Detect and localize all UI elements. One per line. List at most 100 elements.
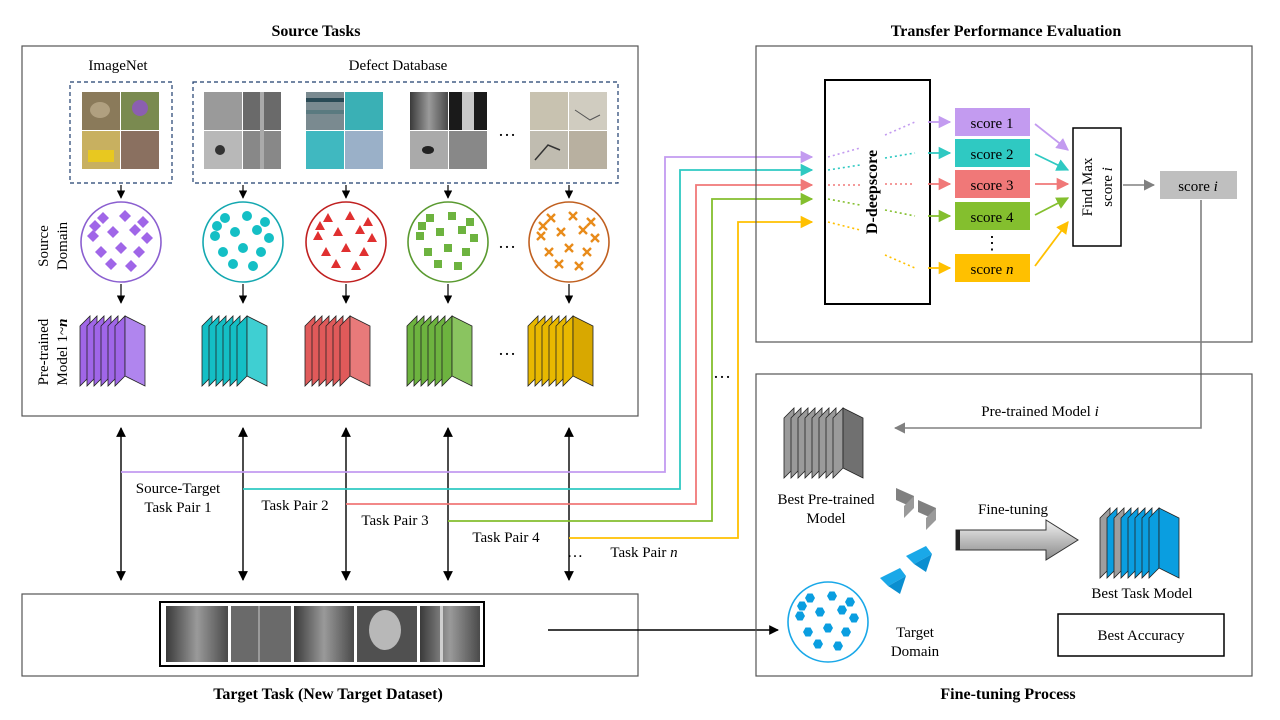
score-i-route	[893, 200, 1202, 434]
score-box-4: score 4	[955, 202, 1030, 230]
hexagon-mark	[833, 641, 843, 651]
find-max-label-2: score i	[1100, 167, 1116, 207]
triangle-mark	[367, 233, 377, 242]
task-pair-4-label: Task Pair 4	[472, 530, 540, 546]
find-max-label-1: Find Max	[1080, 157, 1096, 216]
finetuning-label: Fine-tuning	[978, 502, 1048, 518]
target-domain-label-1: Target	[896, 625, 935, 641]
cross-mark	[554, 259, 564, 269]
square-mark	[454, 262, 462, 270]
cross-mark	[556, 227, 566, 237]
cross-mark	[590, 233, 600, 243]
square-mark	[458, 226, 466, 234]
triangle-mark	[363, 217, 373, 226]
defect-images-1	[204, 92, 281, 169]
finetuning-arrow-icon	[955, 519, 1079, 561]
diamond-mark	[107, 226, 119, 238]
hexagon-mark	[795, 611, 805, 621]
hexagon-mark	[805, 593, 815, 603]
finetune-panel	[755, 373, 1253, 677]
hexagon-mark	[813, 639, 823, 649]
target-domain-circle	[787, 581, 869, 663]
domain-ellipsis: …	[498, 232, 516, 252]
imagenet-dashed-box	[69, 81, 173, 184]
transfer-eval-panel	[755, 45, 1253, 343]
diamond-mark	[97, 212, 109, 224]
hexagon-mark	[827, 591, 837, 601]
hexagon-mark	[849, 613, 859, 623]
model-stack-2	[201, 315, 268, 387]
triangle-mark	[333, 227, 343, 236]
finetune-title: Fine-tuning Process	[940, 686, 1075, 703]
circle-mark	[248, 261, 258, 271]
task-pair-3-label: Task Pair 3	[361, 513, 428, 529]
hexagon-mark	[803, 627, 813, 637]
defect-images-3	[410, 92, 487, 169]
square-mark	[436, 228, 444, 236]
target-domain-label-2: Domain	[891, 644, 940, 660]
square-mark	[470, 234, 478, 242]
image-to-domain-arrows	[116, 185, 574, 199]
cross-mark	[538, 221, 548, 231]
domain-to-model-arrows	[116, 284, 574, 304]
square-mark	[434, 260, 442, 268]
cross-mark	[536, 231, 546, 241]
circle-mark	[228, 259, 238, 269]
source-tasks-title: Source Tasks	[271, 23, 360, 40]
hexagon-mark	[837, 605, 847, 615]
blue-chevron-icon	[880, 546, 932, 594]
triangle-mark	[321, 247, 331, 256]
diamond-mark	[137, 216, 149, 228]
domain-circle-2	[202, 201, 284, 283]
target-images	[159, 601, 485, 667]
svg-text:score 2: score 2	[971, 147, 1014, 163]
svg-text:score 3: score 3	[971, 178, 1014, 194]
score-i-result: score i	[1160, 171, 1237, 199]
best-pretrained-label-1: Best Pre-trained	[777, 492, 875, 508]
source-domain-label-1: Source	[36, 225, 52, 267]
task-pair-routes	[121, 150, 814, 539]
routes-ellipsis: …	[713, 362, 731, 382]
pretrained-label-1: Pre-trained	[36, 318, 52, 385]
diamond-mark	[125, 260, 137, 272]
domain-circle-n	[528, 201, 610, 283]
circle-mark	[242, 211, 252, 221]
hexagon-mark	[823, 623, 833, 633]
model-ellipsis: …	[498, 339, 516, 359]
cross-mark	[586, 217, 596, 227]
best-task-model-stack	[1099, 507, 1180, 579]
score-in-arrows	[928, 115, 952, 275]
circle-mark	[264, 233, 274, 243]
circle-mark	[210, 231, 220, 241]
ddeepscore-label: D-deepscore	[864, 150, 881, 234]
circle-mark	[230, 227, 240, 237]
svg-text:score 1: score 1	[971, 116, 1014, 132]
target-task-panel	[21, 593, 639, 677]
best-accuracy-label: Best Accuracy	[1097, 628, 1185, 644]
triangle-mark	[355, 225, 365, 234]
svg-text:score n: score n	[971, 262, 1014, 278]
triangle-mark	[315, 221, 325, 230]
model-stack-4	[406, 315, 473, 387]
square-mark	[426, 214, 434, 222]
square-mark	[418, 222, 426, 230]
diamond-mark	[105, 258, 117, 270]
ddeepscore-dotted-out	[884, 121, 916, 269]
ddeepscore-box	[824, 79, 931, 305]
cross-mark	[578, 225, 588, 235]
triangle-mark	[359, 247, 369, 256]
gray-chevron-icon	[896, 488, 936, 530]
circle-mark	[220, 213, 230, 223]
square-mark	[448, 212, 456, 220]
best-accuracy-box	[1057, 613, 1225, 657]
circle-mark	[212, 221, 222, 231]
square-mark	[462, 248, 470, 256]
source-tasks-panel	[21, 45, 639, 417]
cross-mark	[568, 211, 578, 221]
square-mark	[424, 248, 432, 256]
imagenet-images	[82, 92, 159, 169]
circle-mark	[260, 217, 270, 227]
cross-mark	[582, 247, 592, 257]
model-stack-3	[304, 315, 371, 387]
